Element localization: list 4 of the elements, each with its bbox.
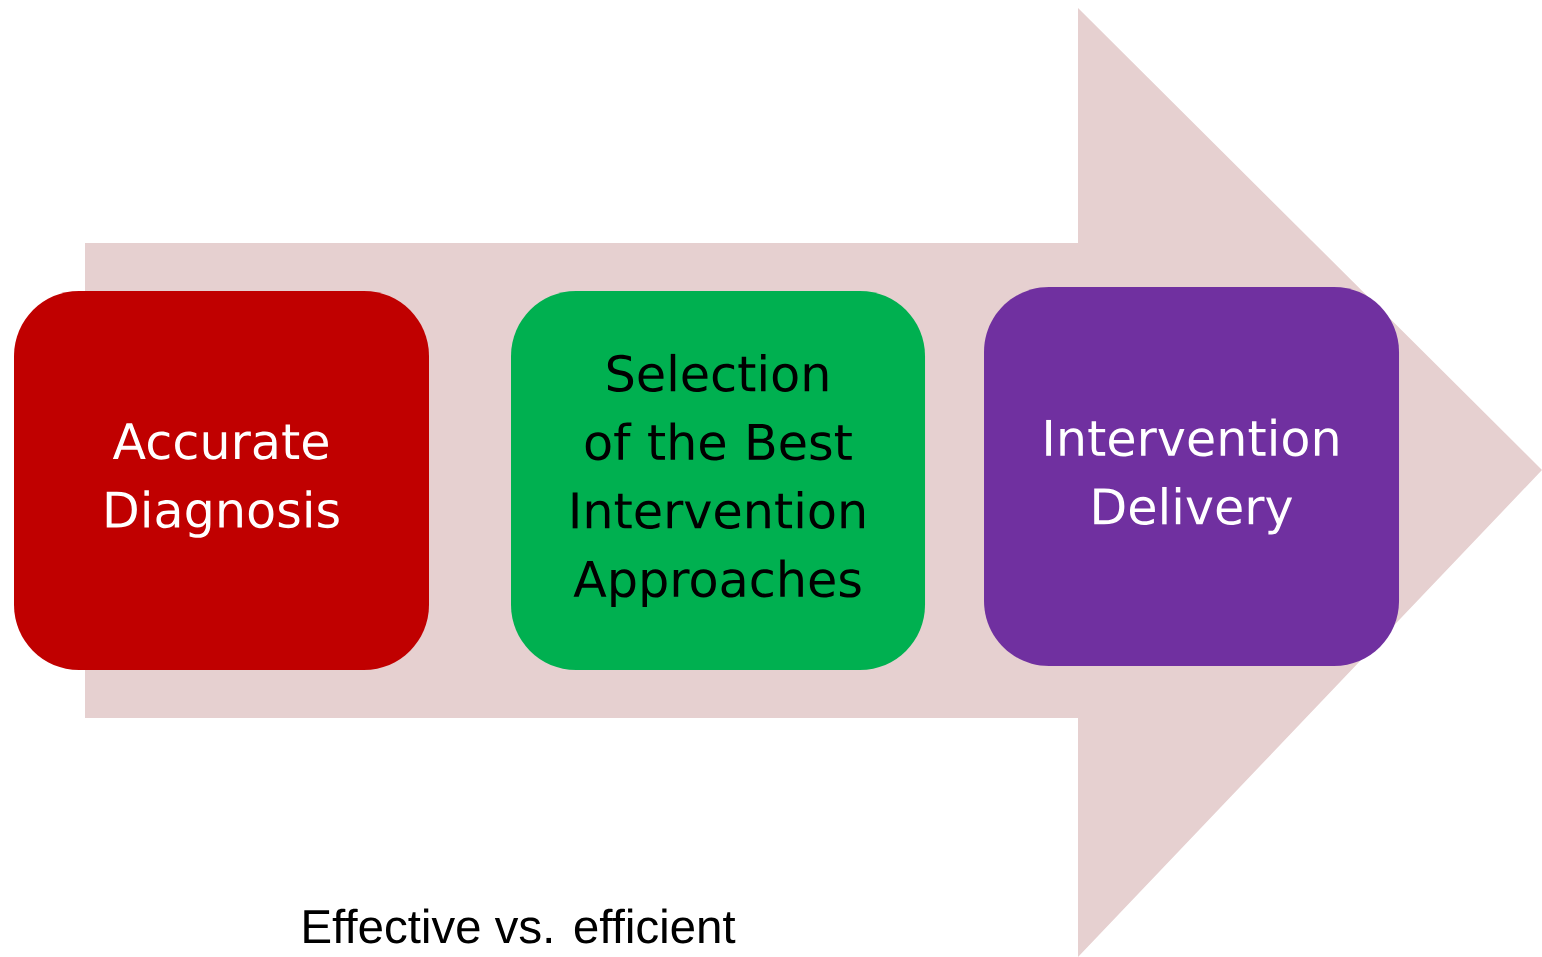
process-box: Selection of the Best Intervention Approaches [511,291,925,670]
process-box: Accurate Diagnosis [14,291,429,670]
process-box: Intervention Delivery [984,287,1399,666]
note-text: Effective vs. efficient [304,908,736,944]
